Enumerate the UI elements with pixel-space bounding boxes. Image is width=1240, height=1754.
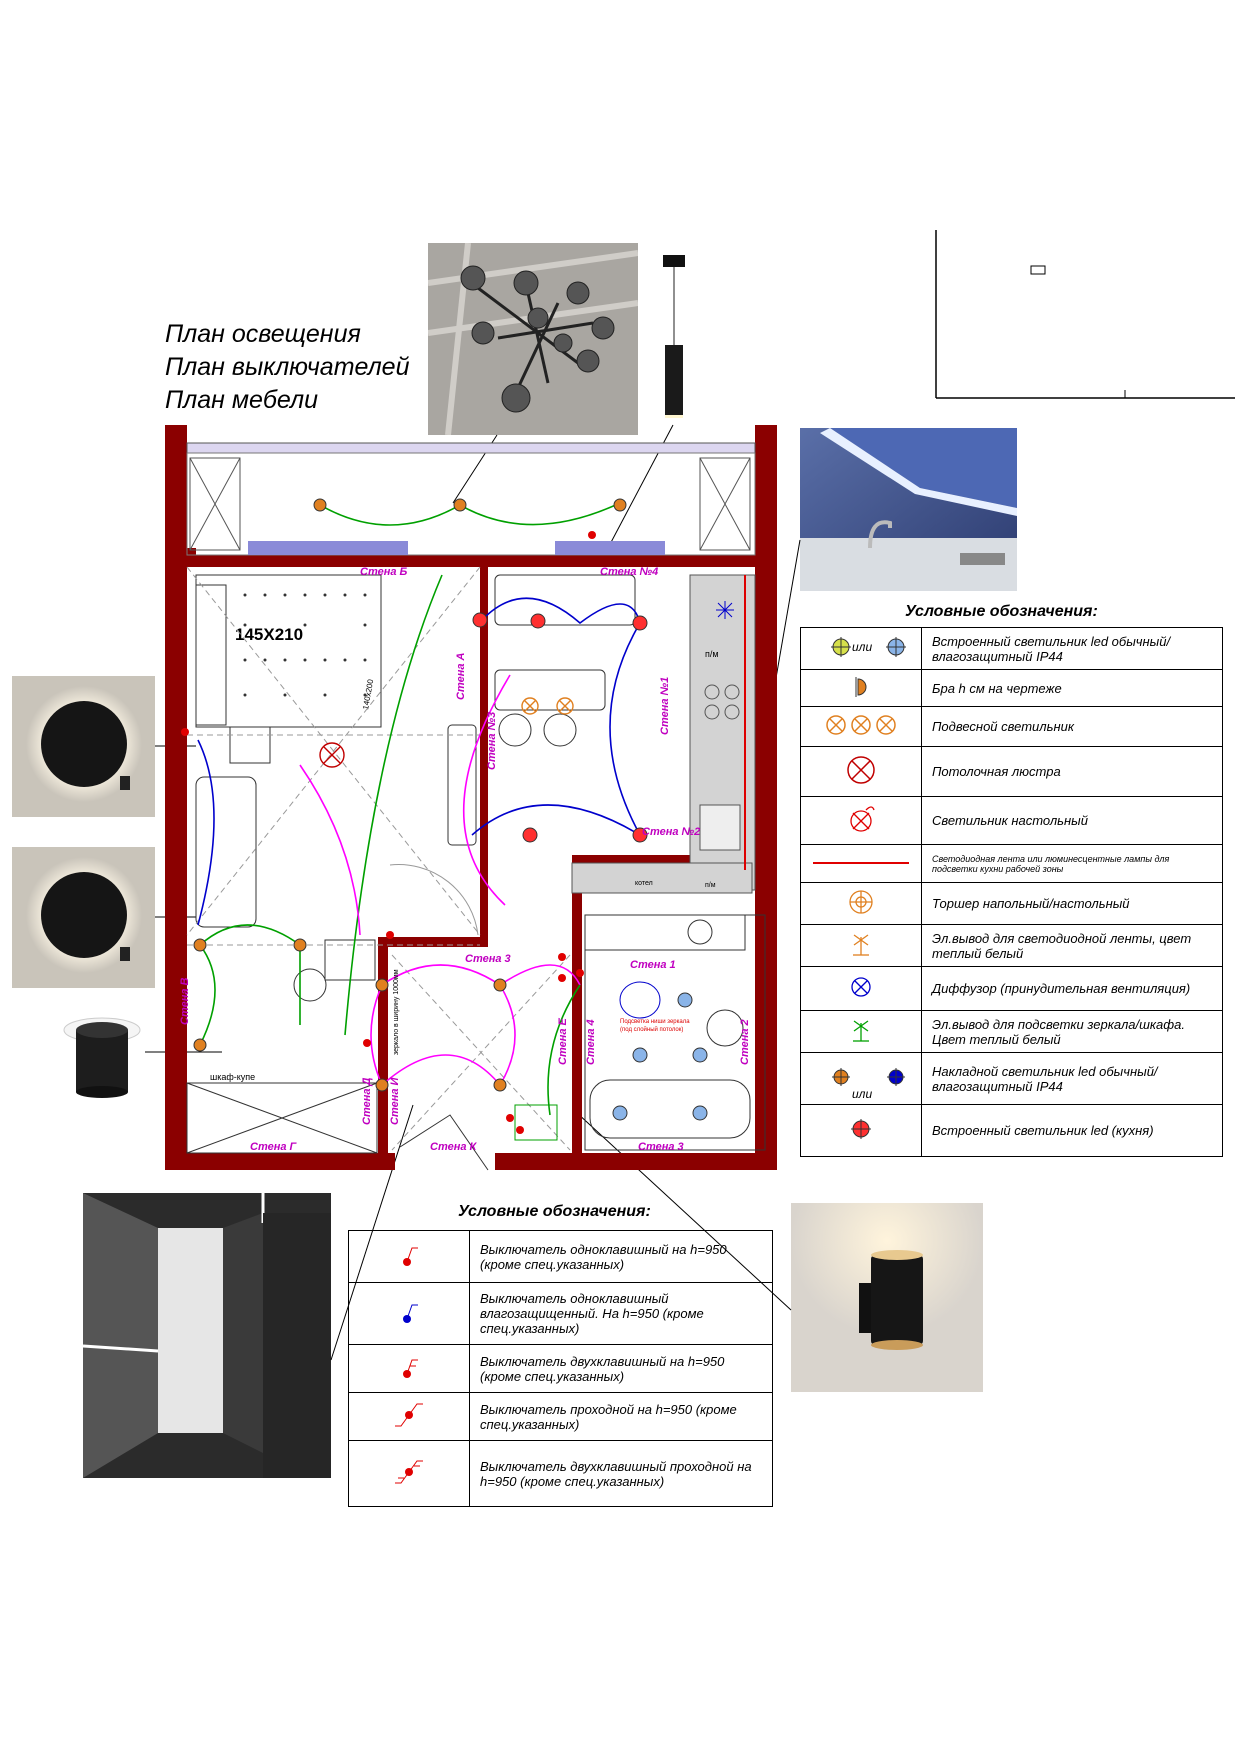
wall-label-stena-v: Стена В (179, 977, 191, 1025)
legend-row: Встроенный светильник led (кухня) (800, 1104, 1223, 1157)
legend-row-text: Выключатель проходной на h=950 (кроме сп… (469, 1392, 773, 1441)
wall-label-stena-a: Стена А (455, 652, 467, 700)
legend-row: Накладной светильник led обычный/влагоза… (800, 1052, 1223, 1105)
chandelier-photo (428, 243, 638, 435)
pendant-light-icon (816, 715, 906, 741)
title-switch-plan: План выключателей (165, 353, 410, 381)
bed-label: 145X210 (235, 625, 303, 644)
bed-size-note: 140х200 (361, 678, 375, 710)
legend-row: Выключатель проходной на h=950 (кроме сп… (348, 1392, 773, 1441)
kitchen-recessed-icon (848, 1119, 874, 1145)
lighting-legend-table: Встроенный светильник led обычный/влагоз… (800, 627, 1223, 1157)
wall-label-stena-b: Стена Б (360, 566, 408, 578)
legend-row: Выключатель одноклавишный на h=950 (кром… (348, 1230, 773, 1283)
legend-row: Торшер напольный/настольный (800, 882, 1223, 925)
legend-row: Выключатель двухклавишный на h=950 (кром… (348, 1344, 773, 1393)
legend-row-text: Накладной светильник led обычный/влагоза… (921, 1052, 1223, 1105)
switch-legend-title: Условные обозначения: (458, 1203, 651, 1220)
legend-row: Светодиодная лента или люминесцентные ла… (800, 844, 1223, 883)
pmm-label: п/м (705, 882, 716, 889)
wet-switch-icon (394, 1304, 424, 1330)
wall-label-stena-n3: Стена №3 (486, 712, 498, 770)
legend-row: Выключатель одноклавишный влагозащищенны… (348, 1282, 773, 1345)
table-lamp-icon (844, 806, 878, 839)
legend-row-text: Торшер напольный/настольный (921, 882, 1223, 925)
walls (165, 425, 777, 1170)
cylinder-wall-light-photo (791, 1203, 983, 1392)
legend-row-text: Выключатель двухклавишный на h=950 (кром… (469, 1344, 773, 1393)
wall-label-stena-3: Стена 3 (465, 953, 511, 965)
pass-switch-icon (392, 1403, 426, 1433)
legend-row: Бра h см на чертеже (800, 669, 1223, 707)
legend-row-text: Эл.вывод для подсветки зеркала/шкафа. Цв… (921, 1010, 1223, 1053)
title-furniture-plan: План мебели (165, 386, 319, 414)
floor-lamp-icon (846, 890, 876, 920)
double-switch-icon (394, 1359, 424, 1385)
pendant-tube-photo (655, 255, 695, 425)
led-strip-icon (811, 856, 911, 871)
wall-label-stena-1: Стена 1 (630, 959, 676, 971)
lighting-legend-title: Условные обозначения: (905, 603, 1098, 620)
legend-row-text: Бра h см на чертеже (921, 669, 1223, 707)
bath-note-1: Подсветка ниши зеркала (620, 1019, 690, 1025)
double-pass-switch-icon (392, 1460, 426, 1490)
wall-label-stena-i: Стена И (389, 1076, 401, 1125)
chandelier-icon (844, 756, 878, 790)
switch-legend-table: Выключатель одноклавишный на h=950 (кром… (348, 1230, 773, 1507)
legend-row: Выключатель двухклавишный проходной на h… (348, 1440, 773, 1507)
mirror-note: зеркало в ширину 1000мм (393, 969, 400, 1055)
or-label-1: или (852, 640, 873, 654)
legend-row: Потолочная люстра (800, 746, 1223, 797)
surface-spot-photo (60, 1012, 145, 1100)
boiler-label: котел (635, 880, 653, 887)
wall-label-stena-k: Стена К (430, 1141, 478, 1153)
legend-row-text: Потолочная люстра (921, 746, 1223, 797)
recessed-led-icon (806, 637, 916, 663)
pendant-tube-picture (663, 255, 685, 418)
round-wall-light-photo-1 (12, 676, 155, 817)
legend-row-text: Выключатель одноклавишный влагозащищенны… (469, 1282, 773, 1345)
wall-label-stena-e: Стена Е (557, 1017, 569, 1065)
legend-row: Эл.вывод для светодиодной ленты, цвет те… (800, 924, 1223, 967)
floor-plan: 145X210 140х200 шкаф-купе п/м котел п/м … (165, 425, 777, 1171)
drawing-fragment (935, 230, 1235, 400)
surface-led-icon (806, 1068, 916, 1093)
title-lighting-plan: План освещения (165, 320, 361, 348)
wall-label-stena-4: Стена 4 (585, 1019, 597, 1065)
led-outlet-icon (846, 934, 876, 962)
mirror-outlet-icon (846, 1020, 876, 1048)
wardrobe-label: шкаф-купе (210, 1072, 255, 1082)
corridor-light-photo (83, 1193, 331, 1478)
wall-label-stena-2: Стена 2 (739, 1019, 751, 1065)
legend-row-text: Светильник настольный (921, 796, 1223, 845)
chandelier-picture (428, 243, 638, 435)
diffuser-icon (848, 977, 874, 1003)
wall-label-stena-b4: Стена №4 (600, 566, 658, 578)
legend-row-text: Эл.вывод для светодиодной ленты, цвет те… (921, 924, 1223, 967)
kitchen-led-photo (800, 428, 1017, 591)
legend-row-text: Встроенный светильник led обычный/влагоз… (921, 627, 1223, 670)
wall-label-stena-g: Стена Г (250, 1141, 298, 1153)
legend-row-text: Диффузор (принудительная вентиляция) (921, 966, 1223, 1011)
wall-label-stena-n2: Стена №2 (642, 826, 700, 838)
or-label-2: или (852, 1087, 873, 1101)
legend-row-text: Подвесной светильник (921, 706, 1223, 747)
wall-label-stena-d: Стена Д (361, 1077, 373, 1125)
legend-row-text: Встроенный светильник led (кухня) (921, 1104, 1223, 1157)
round-wall-light-photo-2 (12, 847, 155, 988)
pm-label: п/м (705, 649, 719, 659)
legend-row-text: Светодиодная лента или люминесцентные ла… (921, 844, 1223, 883)
bath-note-2: (под слойный потолок) (620, 1026, 683, 1033)
sconce-icon (846, 676, 876, 703)
single-switch-icon (394, 1247, 424, 1273)
kitchen-led-picture (800, 428, 1017, 591)
wall-label-stena-3b: Стена 3 (638, 1141, 684, 1153)
legend-row: Светильник настольный (800, 796, 1223, 845)
legend-row: Диффузор (принудительная вентиляция) (800, 966, 1223, 1011)
legend-row-text: Выключатель одноклавишный на h=950 (кром… (469, 1230, 773, 1283)
legend-row: Эл.вывод для подсветки зеркала/шкафа. Цв… (800, 1010, 1223, 1053)
legend-row-text: Выключатель двухклавишный проходной на h… (469, 1440, 773, 1507)
legend-row: Подвесной светильник (800, 706, 1223, 747)
wall-label-stena-n1: Стена №1 (659, 677, 671, 735)
